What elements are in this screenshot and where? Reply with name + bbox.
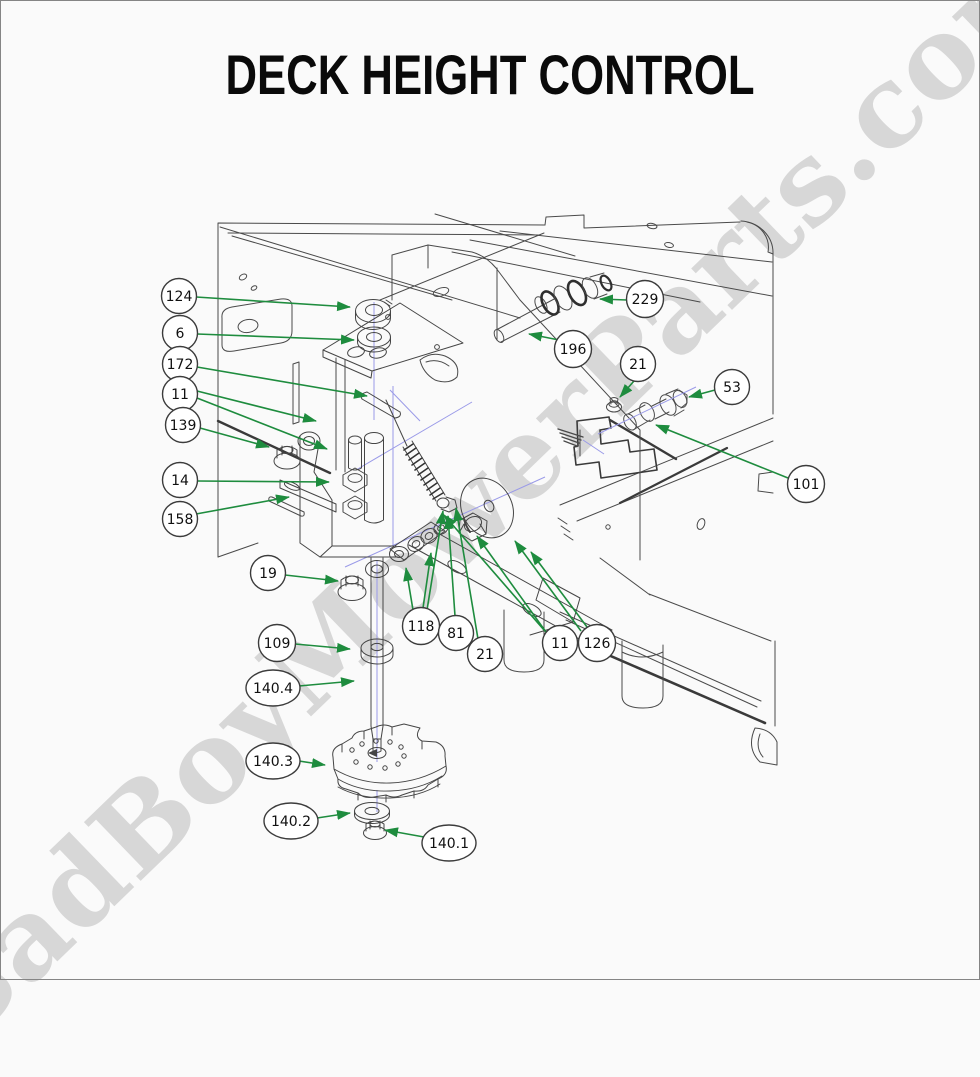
svg-text:158: 158 [167,512,194,528]
svg-text:109: 109 [264,636,291,652]
pivot-arm [279,431,399,558]
svg-text:140.2: 140.2 [271,814,311,830]
svg-text:229: 229 [632,292,659,308]
callout-6: 6 [161,314,199,352]
part-collar [355,299,393,330]
callout-81: 81 [437,614,475,652]
svg-text:81: 81 [447,626,465,642]
svg-text:21: 21 [476,647,494,663]
tower-spacers [348,432,384,524]
callout-140-1: 140.1 [421,824,477,862]
callout-124: 124 [160,277,198,315]
part-hex-nuts-14 [342,467,368,520]
callout-158: 158 [161,500,199,538]
callout-balloons: 124 6 172 11 139 14 158 19 [160,277,826,862]
callout-118: 118 [401,606,441,646]
frame-mid-member [557,416,774,530]
callout-21-bottom: 21 [466,635,504,673]
part-washer-6 [357,326,391,353]
callout-19: 19 [249,554,287,592]
callout-21-top: 21 [619,345,657,383]
washer-stack [389,512,488,562]
exploded-parts-drawing: 124 6 172 11 139 14 158 19 [160,213,826,862]
part-washer-140-2 [354,802,390,824]
callout-53: 53 [713,368,751,406]
svg-text:11: 11 [551,636,569,652]
spacer-posts [503,609,664,709]
svg-text:101: 101 [793,477,820,493]
roller-shaft-assembly [493,272,613,343]
callout-14: 14 [161,461,199,499]
callout-109: 109 [257,623,297,663]
callout-229: 229 [625,279,665,319]
callout-196: 196 [553,329,593,369]
svg-text:53: 53 [723,380,741,396]
tower-plate [335,244,641,561]
mechanism-parts [273,299,613,840]
callout-101: 101 [786,464,826,504]
svg-text:14: 14 [171,473,189,489]
callout-172: 172 [161,345,199,383]
hanger-bracket [322,302,464,379]
svg-text:21: 21 [629,357,647,373]
svg-text:140.1: 140.1 [429,836,469,852]
callout-140-4: 140.4 [245,669,301,707]
svg-text:172: 172 [167,357,194,373]
svg-text:118: 118 [408,619,435,635]
callout-11-bottom: 11 [541,624,579,662]
callout-139: 139 [164,406,202,444]
svg-text:196: 196 [560,342,587,358]
part-flange-nut-139 [273,445,301,470]
callout-126: 126 [577,623,617,663]
svg-text:19: 19 [259,566,277,582]
svg-text:140.4: 140.4 [253,681,293,697]
leader-lines [195,294,789,838]
svg-text:6: 6 [176,326,185,342]
callout-140-2: 140.2 [263,802,319,840]
spring-link [385,399,458,513]
svg-text:126: 126 [584,636,611,652]
bell-crank-arm [360,391,401,419]
page-title: DECK HEIGHT CONTROL [225,43,755,106]
svg-text:11: 11 [171,387,189,403]
deck-plate-left [216,222,546,558]
svg-text:124: 124 [166,289,193,305]
svg-text:140.3: 140.3 [253,754,293,770]
part-collar-109 [360,638,394,665]
part-disc-126 [460,477,514,539]
chassis-frame [216,213,778,766]
part-flange-nut-19 [337,575,367,601]
part-dial-wheel [332,723,447,803]
callout-140-3: 140.3 [245,742,301,780]
svg-text:139: 139 [170,418,197,434]
callout-11-left: 11 [161,375,199,413]
